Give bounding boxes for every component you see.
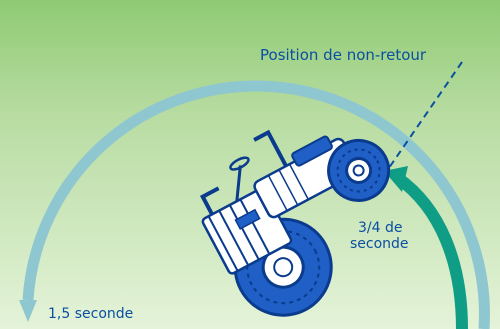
label-three-quarter-line1: 3/4 de — [358, 220, 402, 236]
tractor-icon — [200, 129, 391, 317]
label-one-and-half-second: 1,5 seconde — [48, 306, 133, 322]
arc-one-and-half-second — [19, 80, 490, 329]
label-three-quarter-line2: seconde — [350, 236, 409, 252]
arc-light-arrow-head — [19, 300, 37, 322]
tractor-front-wheel — [327, 138, 391, 202]
label-no-return: Position de non-retour — [260, 46, 427, 64]
